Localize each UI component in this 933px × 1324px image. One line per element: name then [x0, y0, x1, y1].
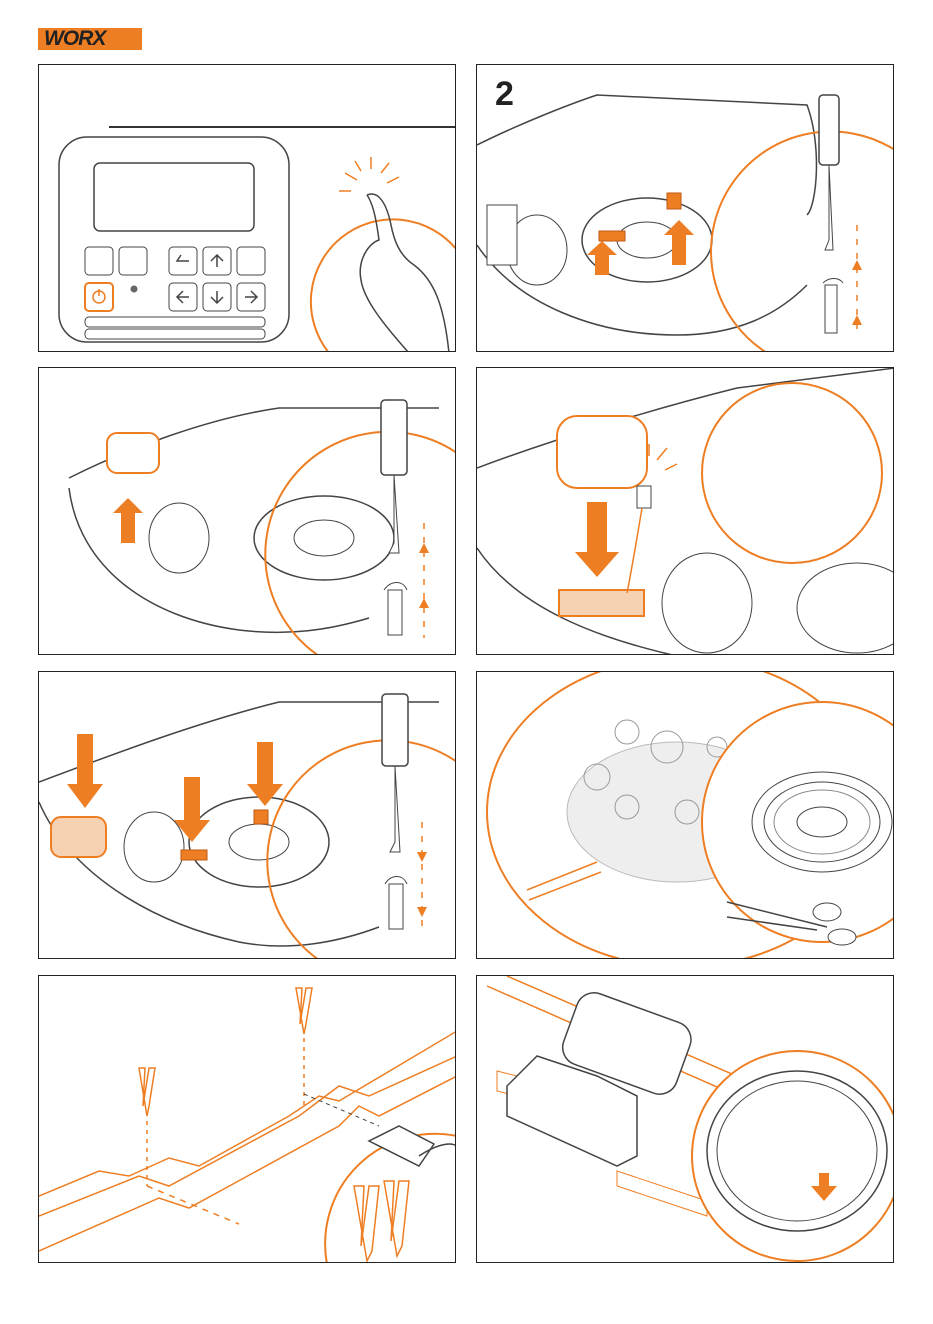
- remove-cover-illustration: [39, 368, 456, 655]
- panel-3-remove-cover: [38, 367, 456, 655]
- lawn-wire-illustration: [477, 672, 894, 959]
- panel-7-peg-wire: [38, 975, 456, 1263]
- wire-connector-illustration: [477, 976, 894, 1263]
- panel-1-control-panel: [38, 64, 456, 352]
- panel-8-wire-connector: [476, 975, 894, 1263]
- peg-wire-illustration: [39, 976, 456, 1263]
- reinstall-illustration: [39, 672, 456, 959]
- connect-battery-illustration: [477, 368, 894, 655]
- logo-text: WORX: [44, 27, 105, 51]
- worx-logo: WORX: [38, 28, 142, 50]
- control-panel-illustration: [39, 65, 456, 352]
- panel-6-lawn-wire: [476, 671, 894, 959]
- panel-5-reinstall-cover-blades: [38, 671, 456, 959]
- remove-blades-illustration: [477, 65, 894, 352]
- panel-4-connect-battery: [476, 367, 894, 655]
- panel-2-remove-blades: 2: [476, 64, 894, 352]
